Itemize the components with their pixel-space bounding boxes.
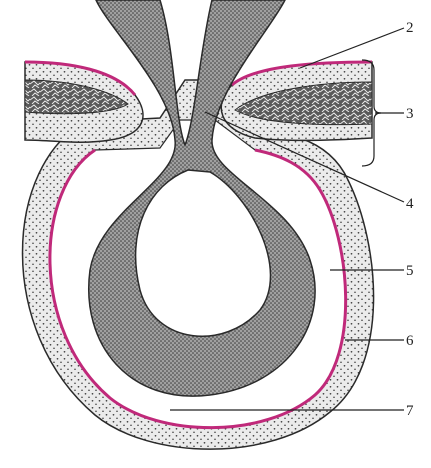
- callout-label-7: 7: [406, 403, 414, 419]
- callout-label-6: 6: [406, 333, 414, 349]
- callout-label-3: 3: [406, 106, 414, 122]
- callout-label-2: 2: [406, 20, 414, 36]
- callout-label-4: 4: [406, 196, 414, 212]
- callout-label-5: 5: [406, 263, 414, 279]
